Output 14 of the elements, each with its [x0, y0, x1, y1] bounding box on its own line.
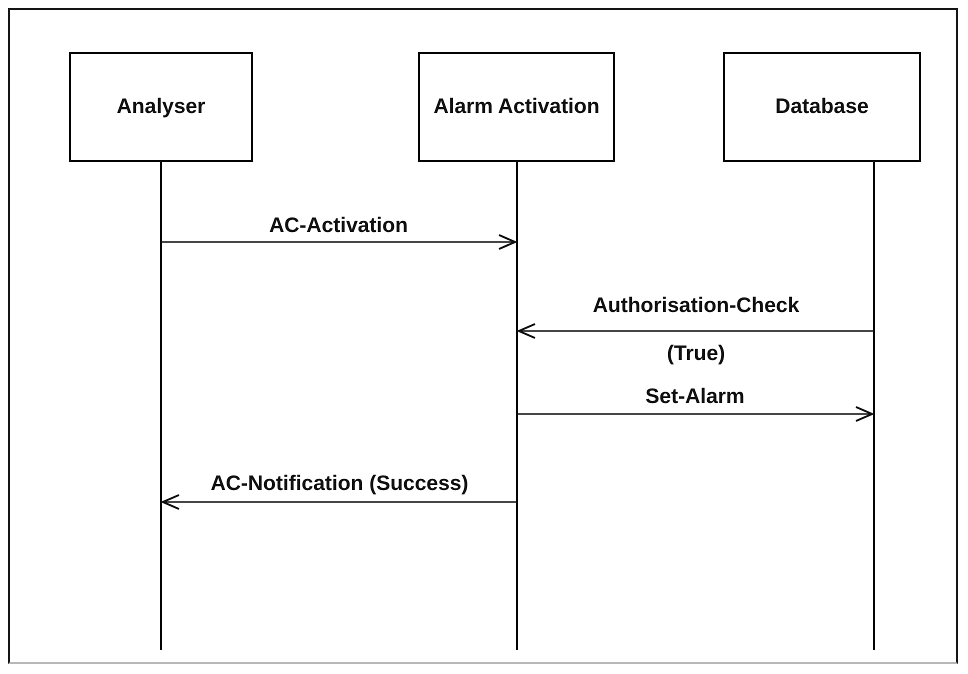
- lifeline-head-box: Database: [723, 52, 921, 162]
- edge-label: AC-Activation: [268, 213, 409, 239]
- lifeline: [158, 162, 164, 650]
- message-arrow: [162, 234, 516, 250]
- lifeline: [514, 162, 520, 650]
- lifeline-head-box: Alarm Activation: [418, 52, 615, 162]
- lifeline-head-box: Analyser: [69, 52, 253, 162]
- edge-label: Authorisation-Check (True): [592, 293, 800, 367]
- message-arrow: [518, 323, 873, 339]
- edge-label: AC-Notification (Success): [210, 471, 470, 497]
- message-arrow: [162, 494, 516, 510]
- message-arrow: [518, 406, 873, 422]
- edge-label: Set-Alarm: [644, 384, 746, 410]
- lifeline: [871, 162, 877, 650]
